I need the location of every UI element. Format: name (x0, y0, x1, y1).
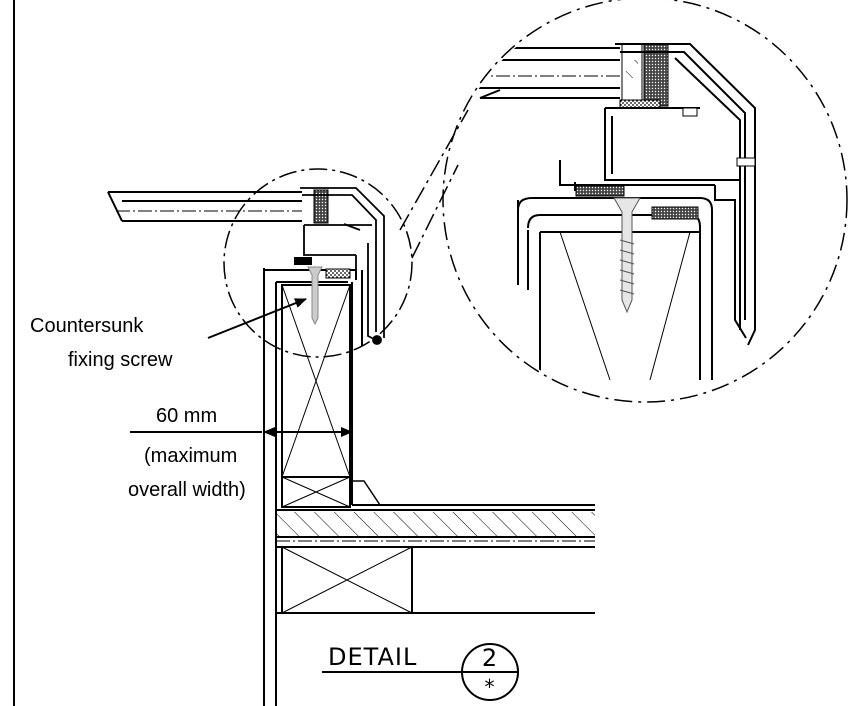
wall-section (263, 268, 595, 706)
detail-sheet: * (485, 675, 496, 699)
callout-line-lower (411, 164, 459, 259)
screw-leader (207, 298, 307, 339)
width-note-line1: (maximum (144, 445, 237, 467)
enlarged-screw-icon (613, 197, 641, 314)
enlarged-view (442, 0, 848, 403)
screw-icon (307, 266, 323, 326)
width-value: 60 mm (156, 405, 217, 427)
width-note-line2: overall width) (128, 479, 246, 501)
detail-number: 2 (482, 644, 498, 672)
flashing-profile (294, 187, 385, 345)
detail-word: DETAIL (328, 643, 417, 671)
detail-tag: DETAIL 2 * (322, 643, 519, 701)
roof-panel (107, 189, 329, 224)
callout-line-upper (399, 109, 469, 231)
screw-label-line2: fixing screw (68, 349, 173, 371)
screw-label-line1: Countersunk (30, 315, 144, 337)
detail-callout-circle (223, 168, 413, 358)
